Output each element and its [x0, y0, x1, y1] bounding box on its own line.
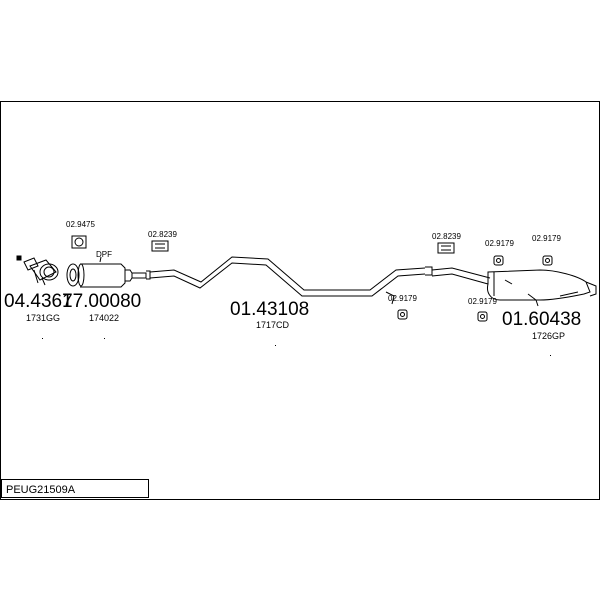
clamp-left-drawing	[146, 240, 169, 280]
catalyst-ref: 1731GG	[26, 313, 61, 323]
catalyst-part-number: 04.4367	[4, 291, 73, 312]
catalyst-drawing	[16, 255, 59, 286]
rear-section-part-number: 01.60438	[502, 309, 582, 330]
hanger-rear-bottom-label: 02.9179	[468, 297, 497, 306]
clamp-right-drawing	[425, 242, 455, 276]
clamp-right-label: 02.8239	[432, 232, 461, 241]
dpf-gasket-drawing	[71, 235, 87, 249]
dpf-drawing	[66, 256, 147, 288]
dpf-tag: DPF	[96, 250, 112, 259]
rear-section-ref: 1726GP	[532, 331, 566, 341]
hanger-mid-drawing	[397, 309, 408, 320]
hanger-mid-label: 02.9179	[388, 294, 417, 303]
marker-dot	[275, 345, 276, 346]
marker-dot	[104, 338, 105, 339]
hanger-rear-top-2-label: 02.9179	[532, 234, 561, 243]
rear-section-drawing	[431, 267, 597, 307]
hanger-rear-bottom-drawing	[477, 311, 488, 322]
middle-pipe-part-number: 01.43108	[230, 299, 310, 320]
dpf-gasket-label: 02.9475	[66, 220, 95, 229]
marker-dot	[550, 355, 551, 356]
middle-pipe-ref: 1717CD	[256, 320, 290, 330]
dpf-ref: 174022	[89, 313, 120, 323]
middle-pipe-drawing	[149, 256, 426, 305]
marker-dot	[42, 338, 43, 339]
diagram-code: PEUG21509A	[6, 484, 76, 496]
hanger-rear-top-1-drawing	[493, 255, 504, 266]
clamp-left-label: 02.8239	[148, 230, 177, 239]
dpf-part-number: 17.00080	[62, 291, 142, 312]
hanger-rear-top-2-drawing	[542, 255, 553, 266]
diagram-code-box: PEUG21509A	[1, 479, 149, 498]
hanger-rear-top-1-label: 02.9179	[485, 239, 514, 248]
